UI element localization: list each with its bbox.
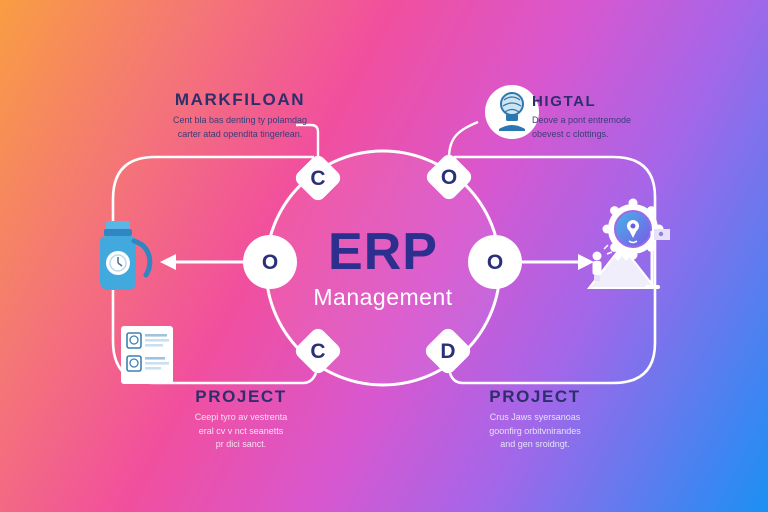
- section-description: Cent bla bas denting ty polamdag carter …: [118, 114, 362, 141]
- node-letter: O: [487, 251, 503, 274]
- center-label: ERP Management: [263, 226, 503, 311]
- description-line: and gen sroidngt.: [500, 439, 570, 449]
- description-line: Ceepi tyro av vestrenta: [194, 412, 288, 422]
- description-line: Cent bla bas denting ty polamdag: [172, 115, 308, 125]
- section-title: PROJECT: [489, 387, 581, 406]
- node-left: O: [243, 235, 297, 289]
- right-frame-outline: [448, 155, 657, 385]
- node-top-right: O: [426, 154, 472, 200]
- description-line: pr dici sanct.: [215, 439, 267, 449]
- section-top-left: MARKFILOAN Cent bla bas denting ty polam…: [118, 90, 362, 141]
- description-line: Deove a pont entremode: [532, 115, 632, 125]
- section-title: PROJECT: [195, 387, 287, 406]
- node-letter: O: [262, 251, 278, 274]
- section-title: MARKFILOAN: [174, 90, 306, 109]
- document-icon: [121, 326, 173, 384]
- section-description: Crus Jaws syersanoas goonfirg orbitvnira…: [428, 411, 642, 452]
- section-title: HIGTAL: [532, 93, 597, 110]
- node-bottom-right: D: [425, 328, 471, 374]
- node-letter: O: [441, 166, 457, 189]
- section-top-right: HIGTAL Deove a pont entremode obevest c …: [532, 93, 712, 141]
- description-line: obevest c clottings.: [532, 128, 609, 139]
- gear-icon: [602, 198, 664, 260]
- node-bottom-left: C: [295, 328, 341, 374]
- center-subtitle: Management: [313, 284, 453, 310]
- connector-top-left: [296, 123, 320, 162]
- left-frame-outline: [111, 155, 318, 385]
- node-letter: C: [310, 340, 325, 363]
- section-description: Ceepi tyro av vestrenta eral cv v nct se…: [138, 411, 344, 452]
- description-line: goonfirg orbitvnirandes: [489, 425, 581, 436]
- node-right: O: [468, 235, 522, 289]
- mountain-flag-icon: [586, 229, 670, 289]
- section-bottom-left: PROJECT Ceepi tyro av vestrenta eral cv …: [138, 387, 344, 452]
- node-top-left: C: [295, 155, 341, 201]
- section-bottom-right: PROJECT Crus Jaws syersanoas goonfirg or…: [428, 387, 642, 452]
- right-arrowhead-icon: [578, 254, 594, 270]
- description-line: Crus Jaws syersanoas: [489, 412, 581, 422]
- connector-top-right: [447, 120, 479, 159]
- node-letter: D: [440, 340, 455, 363]
- bottle-icon: [100, 221, 153, 290]
- section-description: Deove a pont entremode obevest c clottin…: [532, 114, 712, 141]
- node-letter: C: [310, 167, 325, 190]
- center-title: ERP: [328, 223, 438, 281]
- description-line: carter atad opendita tingerlean.: [177, 128, 303, 139]
- description-line: eral cv v nct seanetts: [198, 425, 284, 436]
- left-arrowhead-icon: [160, 254, 176, 270]
- idea-icon: [485, 85, 539, 139]
